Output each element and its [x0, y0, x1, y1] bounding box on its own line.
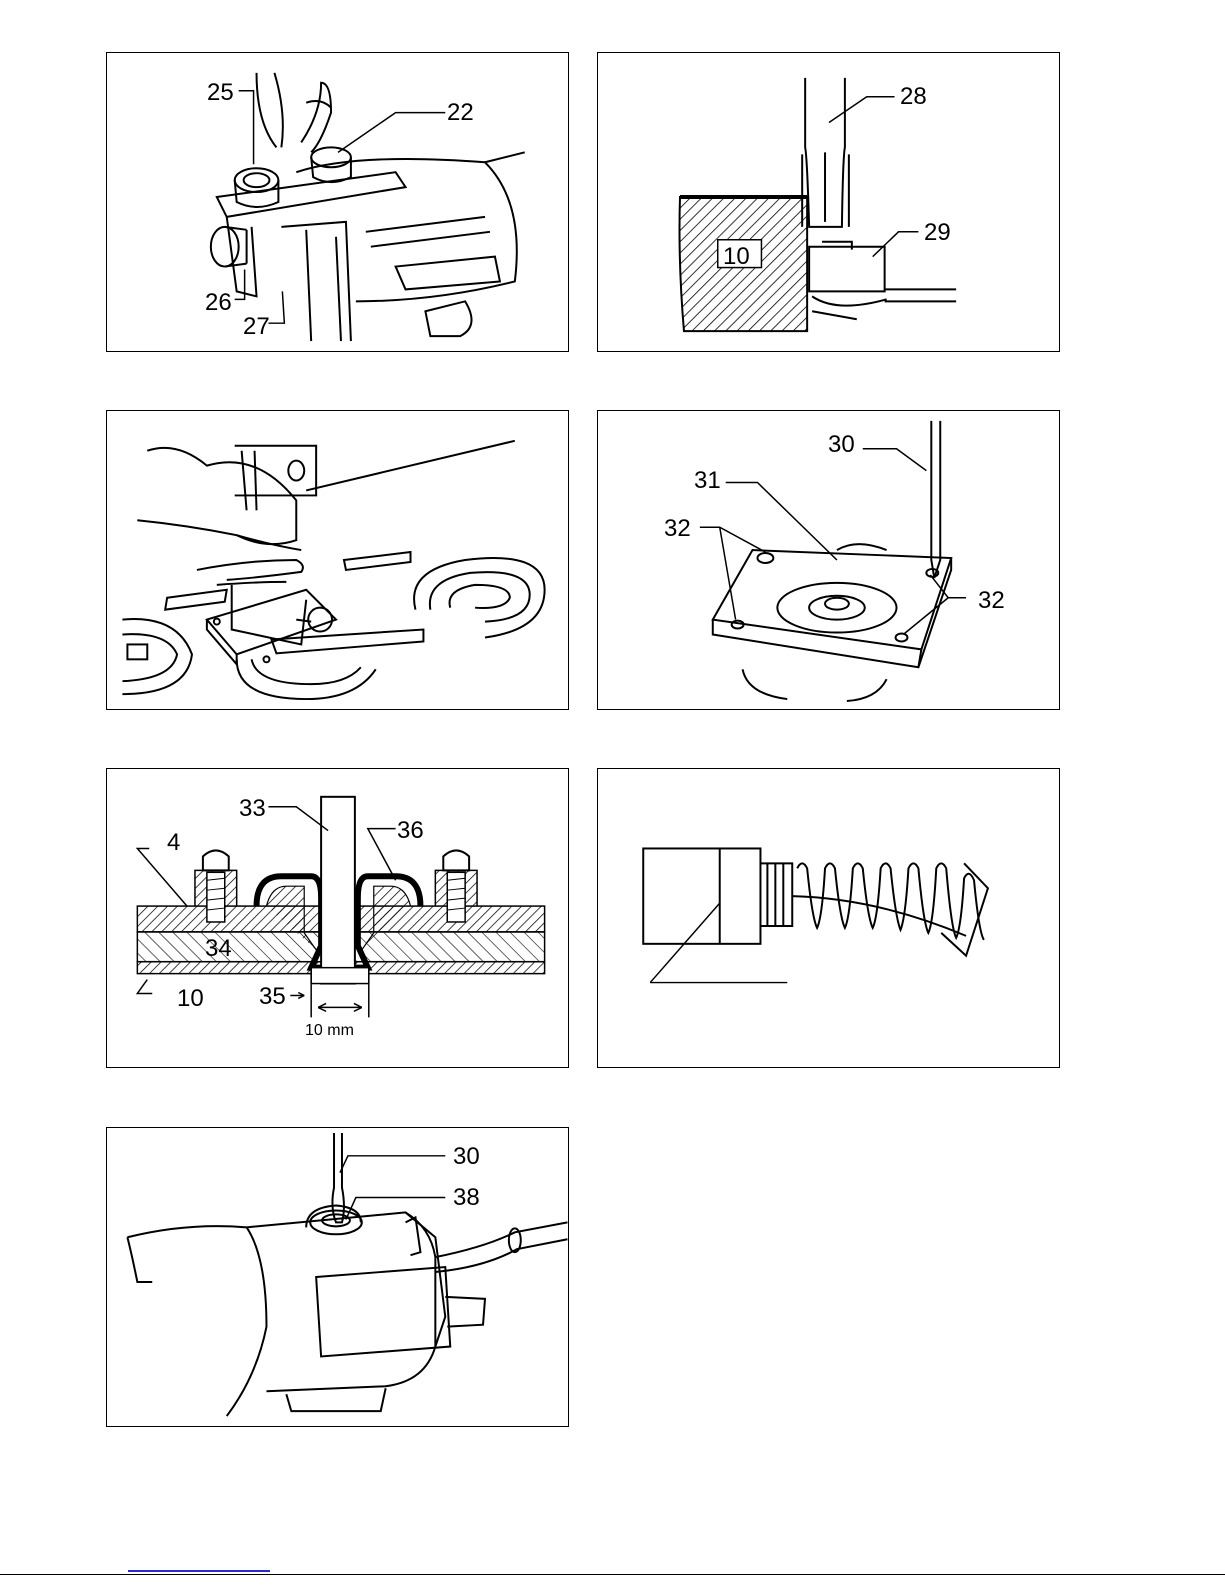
callout-33: 33 [239, 797, 266, 821]
callout-31: 31 [694, 469, 721, 493]
callout-29: 29 [924, 221, 951, 245]
spring-coils [797, 863, 984, 939]
callout-25: 25 [207, 81, 234, 105]
callout-32-left: 32 [664, 517, 691, 541]
callout-4: 4 [167, 831, 180, 855]
callout-35: 35 [259, 985, 286, 1009]
figure-1-guide-adjustment: 25 22 26 27 [106, 52, 569, 352]
callout-30: 30 [828, 433, 855, 457]
figure-3-template-routing [106, 410, 569, 710]
figure-6-drawing [598, 769, 1059, 1067]
page-bottom-rule [0, 1574, 1225, 1575]
callout-30: 30 [453, 1145, 480, 1169]
callout-22: 22 [447, 101, 474, 125]
figure-1-drawing [107, 53, 568, 351]
figure-2-guide-workpiece: 28 29 10 [597, 52, 1060, 352]
figure-7-drawing [107, 1128, 568, 1426]
callout-38: 38 [453, 1186, 480, 1210]
page-footer-link-underline[interactable] [128, 1570, 270, 1572]
callout-28: 28 [900, 85, 927, 109]
callout-27: 27 [243, 315, 270, 339]
callout-10: 10 [723, 245, 750, 269]
figure-6-carbon-brush [597, 768, 1060, 1068]
figure-5-templet-guide-section: 33 36 4 34 35 10 10 mm [106, 768, 569, 1068]
figure-2-drawing [598, 53, 1059, 351]
dimension-label: 10 mm [305, 1023, 354, 1039]
callout-34: 34 [205, 937, 232, 961]
callout-10: 10 [177, 987, 204, 1011]
figure-3-drawing [107, 411, 568, 709]
figure-4-base-removal: 30 31 32 32 [597, 410, 1060, 710]
callout-26: 26 [205, 291, 232, 315]
callout-32-right: 32 [978, 589, 1005, 613]
figure-7-brush-holder-cap: 30 38 [106, 1127, 569, 1427]
callout-36: 36 [397, 819, 424, 843]
